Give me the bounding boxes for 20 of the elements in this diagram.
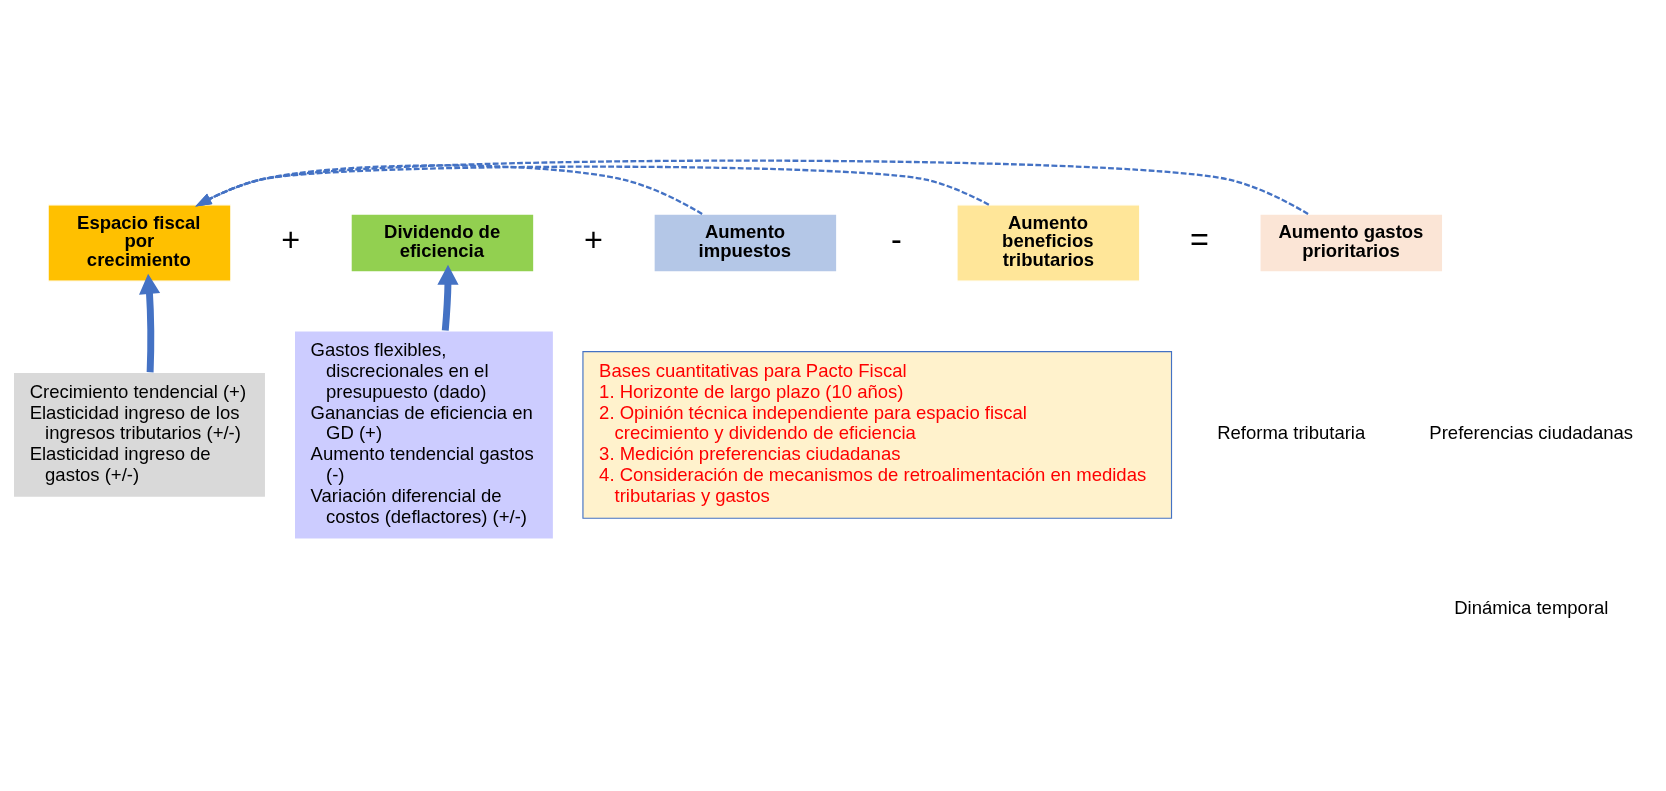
node-box: Aumento beneficios tributarios bbox=[956, 204, 1141, 282]
label: Reforma tributaria bbox=[1217, 422, 1366, 444]
arrow bbox=[437, 264, 459, 331]
node-box: Dividendo de eficiencia bbox=[350, 213, 535, 273]
label: = bbox=[1190, 221, 1209, 258]
node-box: Crecimiento tendencial (+) Elasticidad ingreso de los ingresos tributarios (+/-) Elasticidad ingreso de gastos (+/-) bbox=[12, 371, 267, 498]
arrow bbox=[195, 164, 703, 215]
arrow bbox=[195, 159, 1309, 215]
arrow bbox=[139, 273, 161, 373]
label: + bbox=[584, 221, 604, 258]
label: Preferencias ciudadanas bbox=[1429, 422, 1634, 444]
node-box: Bases cuantitativas para Pacto Fiscal 1. Horizonte de largo plazo (10 años) 2. Opinión técnica independiente para espacio fiscal crecimiento y dividendo de eficiencia 3. Medición preferencias ciudadanas 4. Consideración de mecanismos de retroalimentación en medidas tributarias y gastos bbox=[582, 351, 1173, 519]
label: - bbox=[891, 221, 902, 258]
label: Dinámica temporal bbox=[1454, 596, 1609, 618]
node-box: Aumento gastos prioritarios bbox=[1259, 213, 1444, 273]
label: + bbox=[281, 221, 301, 258]
arrow bbox=[195, 165, 990, 207]
node-box: Espacio fiscal por crecimiento bbox=[47, 204, 232, 282]
node-box: Gastos flexibles, discrecionales en el presupuesto (dado) Ganancias de eficiencia en GD (+) Aumento tendencial gastos (-) Variación diferencial de costos (deflactores) (+/-) bbox=[293, 330, 555, 540]
node-box: Aumento impuestos bbox=[653, 213, 838, 273]
